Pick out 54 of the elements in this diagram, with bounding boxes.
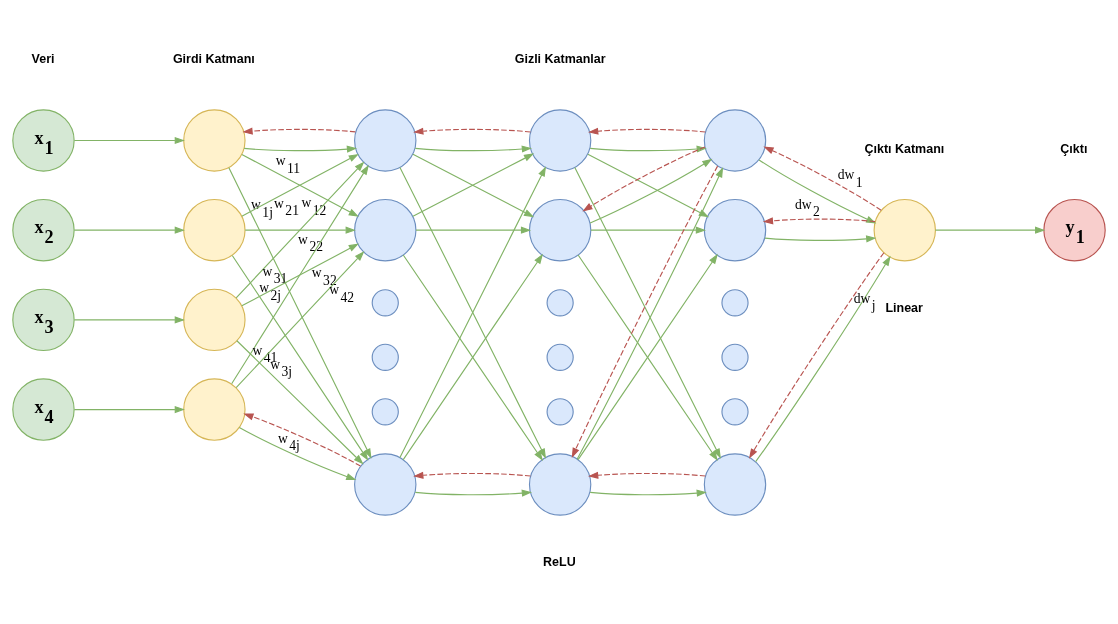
node-circle <box>546 288 574 316</box>
node-circle <box>546 343 574 371</box>
arrow <box>588 471 706 479</box>
label: Linear <box>885 300 923 315</box>
arrow <box>238 426 357 480</box>
arrow <box>73 315 185 323</box>
node-circle <box>721 288 749 316</box>
node-circle <box>703 198 767 261</box>
arrow <box>587 153 710 217</box>
arrow <box>231 254 369 461</box>
node-circle <box>721 343 749 371</box>
arrow <box>243 412 362 467</box>
arrow <box>241 153 359 217</box>
arrow <box>242 127 356 135</box>
label: Gizli Katmanlar <box>514 51 606 66</box>
node-circle <box>183 288 246 351</box>
node-circle <box>371 288 399 316</box>
label: Çıktı Katmanı <box>864 141 945 156</box>
arrow <box>589 489 707 497</box>
node-circle <box>183 108 246 172</box>
arrow <box>228 166 372 459</box>
arrow <box>589 158 713 224</box>
arrow <box>764 234 877 242</box>
label: Çıktı <box>1060 141 1088 156</box>
arrow <box>413 471 532 479</box>
arrow <box>763 146 882 211</box>
arrow <box>73 226 185 234</box>
node-circle <box>546 397 574 425</box>
arrow <box>243 145 358 153</box>
node-circle <box>183 377 246 441</box>
arrow <box>241 243 359 306</box>
arrow <box>413 127 532 135</box>
label: Girdi Katmanı <box>172 51 255 66</box>
node-circle <box>371 397 399 425</box>
arrow <box>231 164 369 384</box>
arrow <box>588 127 706 135</box>
label: ReLU <box>543 554 576 569</box>
arrow <box>244 226 356 234</box>
arrow <box>236 339 364 465</box>
arrow <box>590 226 707 234</box>
node-circle <box>873 198 936 261</box>
arrow <box>414 489 533 497</box>
arrow <box>73 136 185 144</box>
arrow <box>235 250 365 388</box>
node-circle <box>721 397 749 425</box>
node-circle <box>183 198 246 261</box>
node-circle <box>371 343 399 371</box>
arrow <box>235 160 365 298</box>
arrow <box>73 405 185 413</box>
node-circle <box>528 108 592 172</box>
arrow <box>934 226 1046 234</box>
arrow <box>415 226 532 234</box>
arrow <box>414 144 533 153</box>
label: Veri <box>31 51 55 66</box>
